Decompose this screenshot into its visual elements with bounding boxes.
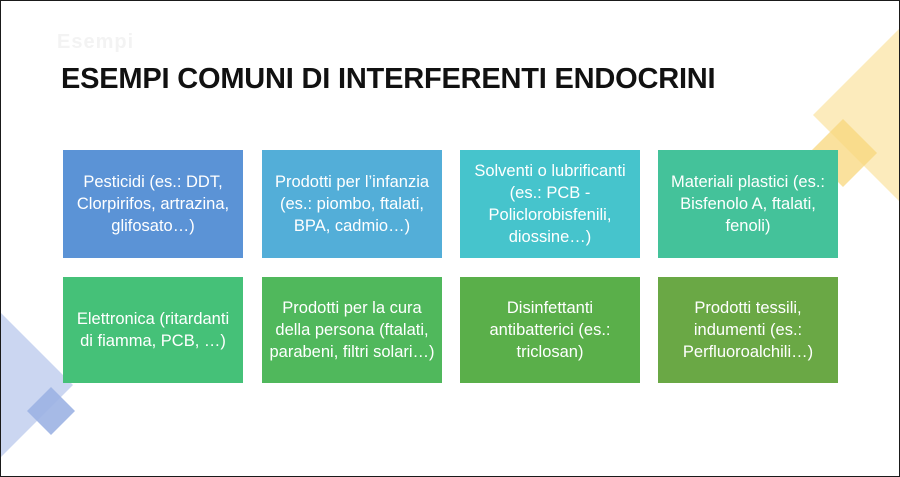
ghost-title: Esempi	[57, 31, 135, 53]
blue-diamond-small	[27, 387, 75, 435]
box-cura-persona: Prodotti per la cura della persona (ftal…	[262, 277, 442, 383]
box-disinfettanti-text: Disinfettanti antibatterici (es.: triclo…	[489, 299, 611, 361]
box-pesticidi-text: Pesticidi (es.: DDT, Clorpirifos, artraz…	[76, 173, 230, 235]
box-pesticidi: Pesticidi (es.: DDT, Clorpirifos, artraz…	[63, 150, 243, 258]
box-prodotti-infanzia-text: Prodotti per l’infanzia (es.: piombo, ft…	[274, 173, 430, 235]
box-elettronica-text: Elettronica (ritardanti di fiamma, PCB, …	[76, 310, 230, 350]
slide-title: ESEMPI COMUNI DI INTERFERENTI ENDOCRINI	[61, 63, 716, 95]
box-materiali-plastici: Materiali plastici (es.: Bisfenolo A, ft…	[658, 150, 838, 258]
box-solventi-text: Solventi o lubrificanti (es.: PCB - Poli…	[474, 162, 626, 246]
box-materiali-plastici-text: Materiali plastici (es.: Bisfenolo A, ft…	[670, 173, 826, 235]
box-solventi: Solventi o lubrificanti (es.: PCB - Poli…	[460, 150, 640, 258]
yellow-diamond-large	[813, 29, 899, 201]
box-prodotti-tessili-text: Prodotti tessili, indumenti (es.: Perflu…	[682, 299, 814, 361]
box-prodotti-infanzia: Prodotti per l’infanzia (es.: piombo, ft…	[262, 150, 442, 258]
box-prodotti-tessili: Prodotti tessili, indumenti (es.: Perflu…	[658, 277, 838, 383]
box-cura-persona-text: Prodotti per la cura della persona (ftal…	[269, 299, 435, 361]
blue-diamond-large	[1, 313, 73, 457]
box-disinfettanti: Disinfettanti antibatterici (es.: triclo…	[460, 277, 640, 383]
box-elettronica: Elettronica (ritardanti di fiamma, PCB, …	[63, 277, 243, 383]
